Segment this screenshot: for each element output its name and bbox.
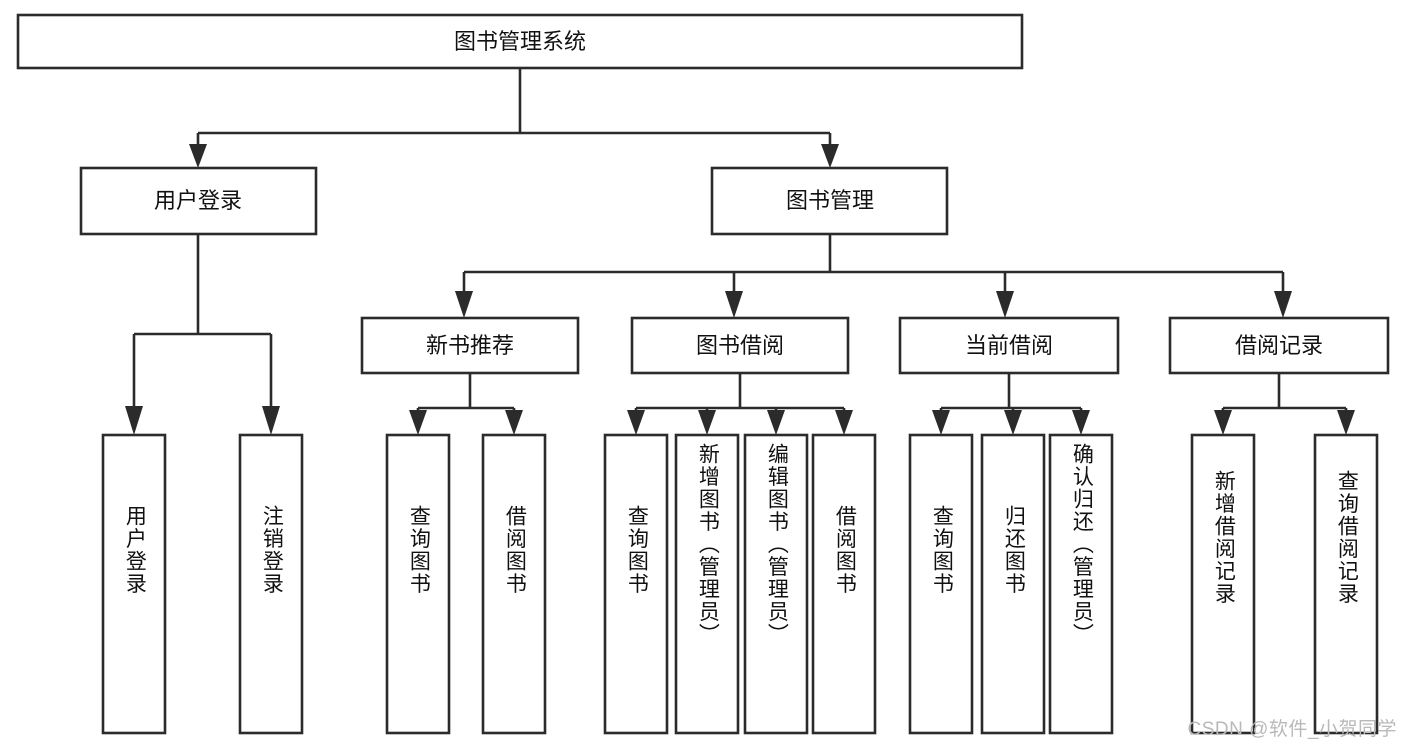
leaf-box-borrow-book-1[interactable] (481, 433, 547, 735)
arrow-to-leaf-user-logout (262, 406, 280, 435)
node-book-borrow-label: 图书借阅 (696, 333, 784, 358)
leaf-box-return-book[interactable] (980, 433, 1046, 735)
leaf-box-user-login[interactable] (101, 433, 167, 735)
leaf-box-user-logout[interactable] (238, 433, 304, 735)
node-book-manage[interactable]: 图书管理 (710, 166, 949, 236)
node-book-borrow-box[interactable] (630, 316, 850, 375)
leaf-box-add-record[interactable] (1190, 433, 1256, 735)
node-book-borrow[interactable]: 图书借阅 (630, 316, 850, 375)
node-new-book-recommend[interactable]: 新书推荐 (360, 316, 580, 375)
node-root[interactable]: 图书管理系统 (16, 13, 1024, 70)
arrow-to-leaf-query-book-1 (409, 410, 427, 435)
node-user-login-box[interactable] (79, 166, 318, 236)
arrow-to-new-book-recommend (455, 291, 473, 318)
arrow-to-leaf-confirm-return (1072, 410, 1090, 435)
edge-book-manage-to-level3 (455, 234, 1292, 318)
leaf-box-query-book-1[interactable] (385, 433, 451, 735)
node-current-borrow-label: 当前借阅 (965, 333, 1053, 358)
leaf-box-edit-book[interactable] (743, 433, 809, 735)
arrow-to-leaf-edit-book (767, 410, 785, 435)
arrow-to-book-manage (821, 144, 839, 168)
arrow-to-leaf-query-book-3 (932, 410, 950, 435)
edge-book-borrow-to-leaves (627, 373, 853, 435)
node-current-borrow[interactable]: 当前借阅 (898, 316, 1120, 375)
arrow-to-borrow-record (1274, 291, 1292, 318)
node-borrow-record-label: 借阅记录 (1235, 333, 1323, 358)
arrow-to-leaf-add-book (698, 410, 716, 435)
edge-user-login-to-leaves (125, 234, 280, 435)
arrow-to-leaf-query-book-2 (627, 410, 645, 435)
arrow-to-book-borrow (725, 291, 743, 318)
node-borrow-record-box[interactable] (1168, 316, 1390, 375)
leaf-box-query-record[interactable] (1313, 433, 1379, 735)
node-user-login-label: 用户登录 (154, 188, 242, 213)
arrow-to-leaf-borrow-book-1 (505, 410, 523, 435)
arrow-to-leaf-user-login (125, 406, 143, 435)
arrow-to-leaf-add-record (1214, 410, 1232, 435)
node-current-borrow-box[interactable] (898, 316, 1120, 375)
arrow-to-leaf-borrow-book-2 (835, 410, 853, 435)
edge-borrow-record-to-leaves (1214, 373, 1355, 435)
node-user-login[interactable]: 用户登录 (79, 166, 318, 236)
edge-root-to-level2 (189, 68, 839, 168)
arrow-to-leaf-query-record (1337, 410, 1355, 435)
edge-new-book-recommend-to-leaves (409, 373, 523, 435)
leaf-box-borrow-book-2[interactable] (811, 433, 877, 735)
arrow-to-leaf-return-book (1004, 410, 1022, 435)
leaf-box-query-book-2[interactable] (603, 433, 669, 735)
leaf-box-add-book[interactable] (674, 433, 740, 735)
node-book-manage-box[interactable] (710, 166, 949, 236)
node-new-book-recommend-label: 新书推荐 (426, 333, 514, 358)
leaf-boxes (101, 433, 1379, 735)
arrow-to-current-borrow (996, 291, 1014, 318)
edge-current-borrow-to-leaves (932, 373, 1090, 435)
leaf-box-confirm-return[interactable] (1048, 433, 1114, 735)
node-root-box[interactable] (16, 13, 1024, 70)
node-new-book-recommend-box[interactable] (360, 316, 580, 375)
node-book-manage-label: 图书管理 (786, 188, 874, 213)
csdn-watermark: CSDN @软件_小贺同学 (1187, 719, 1397, 740)
node-root-label: 图书管理系统 (454, 29, 586, 54)
leaf-box-query-book-3[interactable] (908, 433, 974, 735)
node-borrow-record[interactable]: 借阅记录 (1168, 316, 1390, 375)
arrow-to-user-login (189, 144, 207, 168)
